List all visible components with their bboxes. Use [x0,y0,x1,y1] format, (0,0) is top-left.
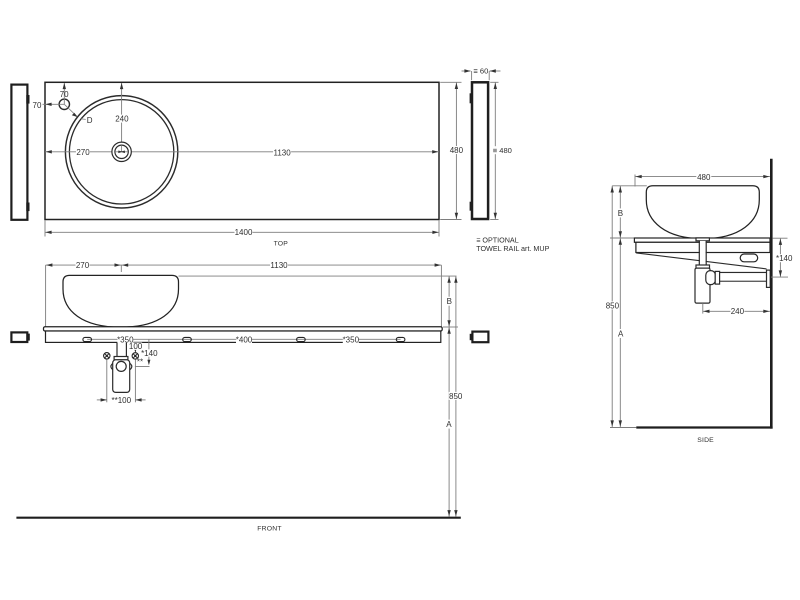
svg-text:*350: *350 [117,335,134,344]
svg-text:A: A [446,420,452,429]
svg-text:B: B [447,297,452,306]
svg-text:850: 850 [606,301,620,310]
svg-text:≡ 480: ≡ 480 [493,146,512,155]
svg-text:70: 70 [33,101,42,110]
svg-text:**: ** [137,358,143,367]
svg-text:480: 480 [697,173,711,182]
svg-text:100: 100 [129,342,143,351]
svg-text:D: D [87,116,93,125]
svg-text:240: 240 [115,115,129,124]
svg-text:≡ OPTIONAL: ≡ OPTIONAL [476,236,519,245]
svg-text:270: 270 [76,261,90,270]
svg-text:240: 240 [731,307,745,316]
svg-text:*400: *400 [236,335,253,344]
svg-text:*140: *140 [776,254,793,263]
svg-text:B: B [618,209,623,218]
svg-text:TOWEL RAIL art. MUP: TOWEL RAIL art. MUP [476,244,549,253]
svg-text:850: 850 [449,392,463,401]
svg-text:270: 270 [76,148,90,157]
svg-text:70: 70 [60,90,69,99]
svg-text:FRONT: FRONT [257,526,281,533]
svg-text:≡ 60: ≡ 60 [473,67,488,76]
svg-text:1130: 1130 [270,261,288,270]
svg-text:**100: **100 [112,396,132,405]
svg-text:1400: 1400 [235,228,253,237]
svg-text:*350: *350 [343,335,360,344]
svg-text:SIDE: SIDE [697,437,714,444]
svg-text:1130: 1130 [273,148,291,157]
svg-text:480: 480 [450,146,464,155]
svg-text:A: A [618,329,624,338]
svg-text:TOP: TOP [274,241,289,248]
svg-text:*140: *140 [141,349,158,358]
